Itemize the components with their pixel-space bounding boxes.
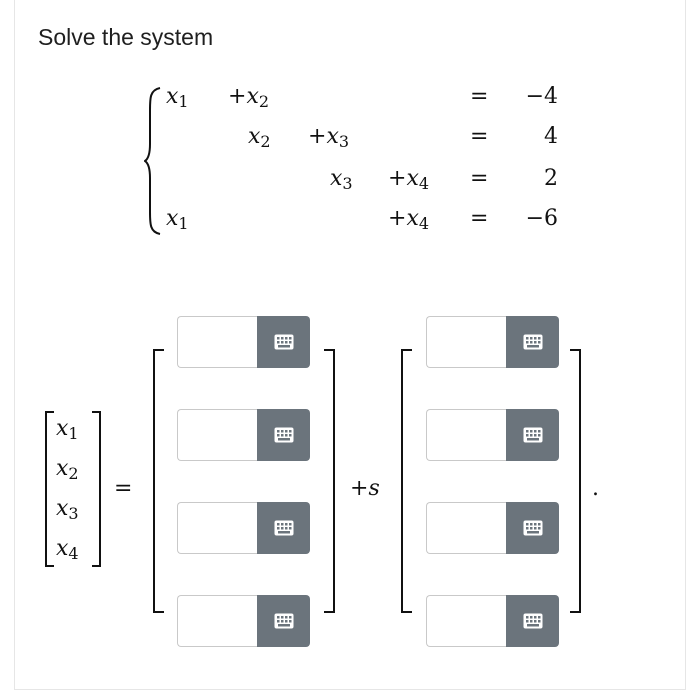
math-keyboard-button[interactable] [506,316,559,368]
eq4-term-x1: x1 [166,206,189,233]
eq3-term-x3: x3 [330,166,353,193]
keyboard-grid-icon [274,334,293,350]
answer-right-row3-input[interactable] [426,502,506,554]
answer-left-row1-input[interactable] [177,316,257,368]
eq1-rhs: −4 [525,84,558,109]
question-title: Solve the system [38,24,214,50]
eq2-equals: = [470,124,489,149]
answer-left-row2 [177,409,310,461]
eq2-rhs: 4 [544,124,558,149]
answer-right-row1-input[interactable] [426,316,506,368]
answer-left-row2-input[interactable] [177,409,257,461]
keyboard-grid-icon [274,427,293,443]
eq3-equals: = [470,166,489,191]
answer-left-row4 [177,595,310,647]
keyboard-grid-icon [523,613,542,629]
eq1-term-x1: x1 [166,84,189,111]
answer-right-row1 [426,316,559,368]
system-brace [144,87,161,235]
eq1-term-x2: +x2 [228,84,270,111]
vector-entry-x2: x2 [56,456,79,483]
answer-left-row4-input[interactable] [177,595,257,647]
math-keyboard-button[interactable] [506,502,559,554]
eq1-equals: = [470,84,489,109]
trailing-period: . [592,476,599,501]
math-keyboard-button[interactable] [257,316,310,368]
keyboard-grid-icon [523,427,542,443]
vector-entry-x3: x3 [56,496,79,523]
keyboard-grid-icon [523,334,542,350]
eq4-term-x4: +x4 [388,206,430,233]
math-keyboard-button[interactable] [257,595,310,647]
question-card [14,0,686,690]
vector-equals: = [114,476,133,501]
particular-vector-brackets [153,349,335,613]
answer-left-row3-input[interactable] [177,502,257,554]
answer-right-row2 [426,409,559,461]
math-keyboard-button[interactable] [257,502,310,554]
eq3-rhs: 2 [544,166,558,191]
vector-entry-x1: x1 [56,416,79,443]
answer-right-row4-input[interactable] [426,595,506,647]
eq4-equals: = [470,206,489,231]
math-keyboard-button[interactable] [506,409,559,461]
vector-entry-x4: x4 [56,536,79,563]
answer-right-row3 [426,502,559,554]
keyboard-grid-icon [523,520,542,536]
math-keyboard-button[interactable] [506,595,559,647]
eq3-term-x4: +x4 [388,166,430,193]
answer-right-row4 [426,595,559,647]
math-keyboard-button[interactable] [257,409,310,461]
variable-vector-brackets [45,411,101,567]
direction-vector-brackets [401,349,581,613]
plus-s-label: +s [350,476,380,501]
answer-right-row2-input[interactable] [426,409,506,461]
eq4-rhs: −6 [525,206,558,231]
eq2-term-x2: x2 [248,124,271,151]
keyboard-grid-icon [274,520,293,536]
eq2-term-x3: +x3 [308,124,350,151]
answer-left-row3 [177,502,310,554]
keyboard-grid-icon [274,613,293,629]
answer-left-row1 [177,316,310,368]
